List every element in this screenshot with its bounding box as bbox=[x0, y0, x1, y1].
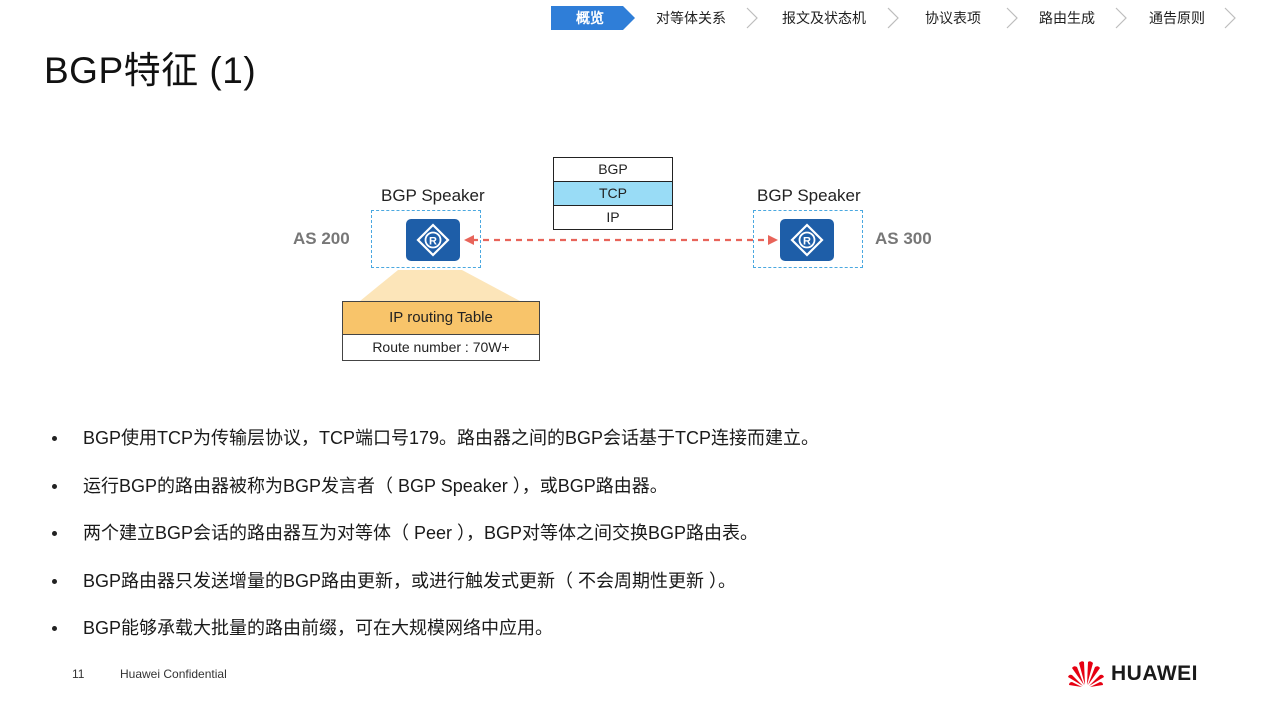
nav-item-advertisement-rules[interactable]: 通告原则 bbox=[1149, 10, 1205, 26]
huawei-logo-icon bbox=[1068, 661, 1104, 687]
list-item-text: 运行BGP的路由器被称为BGP发言者（ BGP Speaker ），或BGP路由… bbox=[83, 475, 668, 496]
router-icon: R bbox=[406, 219, 460, 261]
protocol-stack: BGP TCP IP bbox=[553, 157, 673, 230]
routing-table-row: Route number : 70W+ bbox=[372, 339, 510, 355]
bullet-dot-icon bbox=[52, 436, 57, 441]
list-item-text: BGP能够承载大批量的路由前缀，可在大规模网络中应用。 bbox=[83, 618, 554, 638]
speaker-label-left: BGP Speaker bbox=[381, 186, 485, 205]
nav-chevron-divider bbox=[887, 7, 899, 29]
list-item: BGP路由器只发送增量的BGP路由更新，或进行触发式更新（ 不会周期性更新 ）。 bbox=[52, 567, 1202, 615]
confidential-label: Huawei Confidential bbox=[120, 667, 227, 681]
stack-layer-bgp: BGP bbox=[554, 158, 672, 182]
as-label-right: AS 300 bbox=[875, 229, 932, 248]
list-item-text: BGP使用TCP为传输层协议，TCP端口号179。路由器之间的BGP会话基于TC… bbox=[83, 428, 820, 448]
as-label-left: AS 200 bbox=[293, 229, 350, 248]
list-item-text: BGP路由器只发送增量的BGP路由更新，或进行触发式更新（ 不会周期性更新 ）。 bbox=[83, 570, 737, 591]
nav-chevron-divider bbox=[1224, 7, 1236, 29]
nav-item-route-generation[interactable]: 路由生成 bbox=[1039, 10, 1095, 26]
bullet-dot-icon bbox=[52, 578, 57, 584]
bullet-dot-icon bbox=[52, 483, 57, 489]
svg-text:R: R bbox=[803, 236, 811, 248]
speaker-box-left bbox=[371, 210, 481, 268]
list-item: BGP使用TCP为传输层协议，TCP端口号179。路由器之间的BGP会话基于TC… bbox=[52, 424, 1202, 472]
ip-routing-table: IP routing Table Route number : 70W+ bbox=[342, 301, 540, 361]
nav-chevron-divider bbox=[1006, 7, 1018, 29]
table-callout-fan bbox=[360, 270, 520, 301]
page-title: BGP特征 (1) bbox=[44, 50, 257, 91]
feature-list: BGP使用TCP为传输层协议，TCP端口号179。路由器之间的BGP会话基于TC… bbox=[52, 424, 1202, 662]
nav-item-overview[interactable]: 概览 bbox=[576, 10, 604, 26]
speaker-label-right: BGP Speaker bbox=[757, 186, 861, 205]
list-item-text: 两个建立BGP会话的路由器互为对等体（ Peer ），BGP对等体之间交换BGP… bbox=[83, 523, 759, 543]
list-item: BGP能够承载大批量的路由前缀，可在大规模网络中应用。 bbox=[52, 614, 1202, 662]
nav-item-messages-fsm[interactable]: 报文及状态机 bbox=[782, 10, 866, 26]
bullet-dot-icon bbox=[52, 626, 57, 631]
routing-table-header: IP routing Table bbox=[343, 302, 539, 335]
router-icon: R bbox=[780, 219, 834, 261]
peer-link-arrow-left bbox=[464, 235, 474, 245]
bullet-dot-icon bbox=[52, 531, 57, 536]
nav-item-peer-relationship[interactable]: 对等体关系 bbox=[656, 10, 726, 26]
stack-layer-ip: IP bbox=[606, 209, 620, 225]
stack-layer-tcp: TCP bbox=[554, 182, 672, 206]
peer-link-arrow-right bbox=[768, 235, 778, 245]
nav-chevron-divider bbox=[1115, 7, 1127, 29]
svg-text:R: R bbox=[429, 236, 437, 248]
nav-chevrons bbox=[551, 6, 1236, 30]
list-item: 两个建立BGP会话的路由器互为对等体（ Peer ），BGP对等体之间交换BGP… bbox=[52, 519, 1202, 567]
section-nav: 概览 对等体关系 报文及状态机 协议表项 路由生成 通告原则 bbox=[551, 6, 1237, 30]
page-number: 11 bbox=[72, 667, 85, 681]
list-item: 运行BGP的路由器被称为BGP发言者（ BGP Speaker ），或BGP路由… bbox=[52, 472, 1202, 520]
nav-chevron-divider bbox=[746, 7, 758, 29]
nav-chevron-active bbox=[551, 6, 635, 30]
brand-name: HUAWEI bbox=[1111, 662, 1198, 685]
speaker-box-right bbox=[753, 210, 863, 268]
nav-item-protocol-tables[interactable]: 协议表项 bbox=[925, 10, 981, 26]
